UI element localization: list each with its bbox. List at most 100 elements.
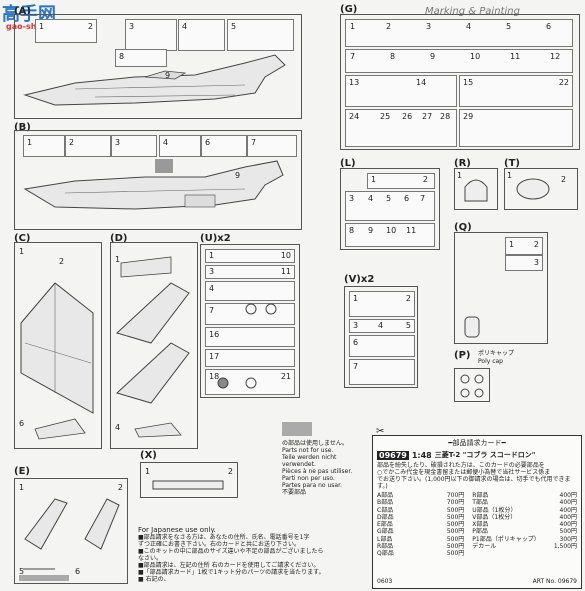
not-use-it: Parti non per uso. xyxy=(282,475,335,482)
sprue-d-frame: 1 4 xyxy=(110,242,198,449)
japanese-use-title: For Japanese use only. xyxy=(138,526,216,534)
part-u-17: 17 xyxy=(205,349,295,367)
japanese-use-line: ■部品請求をなさる方は、あなたの住所、氏名、電話番号を1字 xyxy=(138,534,310,541)
japanese-use-line: ■部品請求は、左記の住所 右のカードを使用してご請求ください。 xyxy=(138,562,320,569)
canopy-r-drawing xyxy=(464,179,488,202)
not-use-es: Partes para no usar. xyxy=(282,482,342,489)
sprue-b-frame: 1 2 3 4 6 7 9 xyxy=(14,130,302,230)
not-use-en: Parts not for use. xyxy=(282,447,334,454)
part-q-3: 3 xyxy=(505,255,543,271)
japanese-use-block: For Japanese use only. ■部品請求をなさる方は、あなたの住… xyxy=(138,526,370,583)
wing-c-drawing xyxy=(20,282,94,440)
sprue-x-frame: 1 2 xyxy=(140,462,238,498)
part-b-7: 7 xyxy=(247,135,297,157)
japanese-use-line: ずつ正確にお書き下さい。右のカードと共にお送り下さい。 xyxy=(138,541,301,548)
part-a-3: 3 xyxy=(125,19,177,51)
grey-unused-part xyxy=(155,159,173,173)
part-g-29: 29 xyxy=(459,109,573,147)
part-q-drawing xyxy=(464,316,480,338)
card-price-row: U部品（1枚分）400円 xyxy=(472,506,577,514)
part-b-1: 1 xyxy=(23,135,65,157)
japanese-use-line: ■ 右記の、 xyxy=(138,576,170,583)
part-u-4: 4 xyxy=(205,281,295,301)
not-use-legend: の部品は使用しません。 Parts not for use. Teile wer… xyxy=(282,440,362,496)
card-title: ━部品請求カード━ xyxy=(448,439,506,447)
part-a-4: 4 xyxy=(178,19,225,51)
part-b-2: 2 xyxy=(65,135,111,157)
part-b-6: 6 xyxy=(201,135,247,157)
wheels-drawing xyxy=(217,303,277,389)
sprue-p-frame xyxy=(454,368,490,402)
fuselage-a-drawing xyxy=(23,54,286,106)
wing-d-drawing xyxy=(116,256,190,438)
japanese-use-line: ■このキットの中に部品のサイズ違いや不足の部品がございましたら xyxy=(138,548,324,555)
card-art-no: ART No. 09679 xyxy=(532,578,577,585)
part-a-8: 8 xyxy=(115,49,167,67)
japanese-use-line: なさい。 xyxy=(138,555,163,562)
sprue-r-frame: 1 xyxy=(454,168,498,210)
header-text: Marking & Painting xyxy=(425,6,520,17)
part-v-6: 6 xyxy=(349,335,415,357)
section-c-label: (C) xyxy=(14,233,31,244)
part-b-3: 3 xyxy=(111,135,157,157)
japanese-use-line: ■「部品請求カード」1枚で1キット分のパーツの請求を当たります。 xyxy=(138,569,325,576)
part-a-5: 5 xyxy=(227,19,294,51)
card-price-row: P1部品（ポリキャップ）300円 xyxy=(472,535,577,543)
section-p-label: (P) xyxy=(454,350,471,361)
poly-cap-jp: ポリキャップ xyxy=(478,350,515,357)
part-b-4: 4 xyxy=(159,135,201,157)
sprue-e-frame: 1 2 5 6 xyxy=(14,478,128,584)
section-a-label: (A) xyxy=(14,6,31,17)
grey-unused-e xyxy=(19,575,69,581)
card-kit-no: 09679 xyxy=(377,450,409,460)
part-u-16: 16 xyxy=(205,327,295,347)
section-u-label: (U)x2 xyxy=(200,233,231,244)
section-b-label: (B) xyxy=(14,122,31,133)
part-v-7: 7 xyxy=(349,359,415,385)
section-d-label: (D) xyxy=(110,233,128,244)
not-use-jp2: 不要部品 xyxy=(282,489,307,496)
card-desc-line: ○でかこみ代金を現金書留または郵便小為替で当社サービス係ま xyxy=(377,469,551,476)
card-desc: 部品を紛失したり、破損された方は、このカードの必要部品を ○でかこみ代金を現金書… xyxy=(377,462,577,490)
not-use-fr: Pièces à ne pas utiliser. xyxy=(282,468,353,475)
section-e-label: (E) xyxy=(14,466,30,477)
section-q-label: (Q) xyxy=(454,222,472,233)
section-v-label: (V)x2 xyxy=(344,274,375,285)
card-desc-line: 部品を紛失したり、破損された方は、このカードの必要部品を xyxy=(377,462,545,469)
card-price-row: V部品（1枚分）400円 xyxy=(472,513,577,521)
fins-e-drawing xyxy=(23,498,120,570)
fuselage-b-drawing xyxy=(23,160,284,210)
section-l-label: (L) xyxy=(340,158,356,169)
sprue-c-frame: 1 2 6 xyxy=(14,242,102,449)
section-t-label: (T) xyxy=(504,158,520,169)
